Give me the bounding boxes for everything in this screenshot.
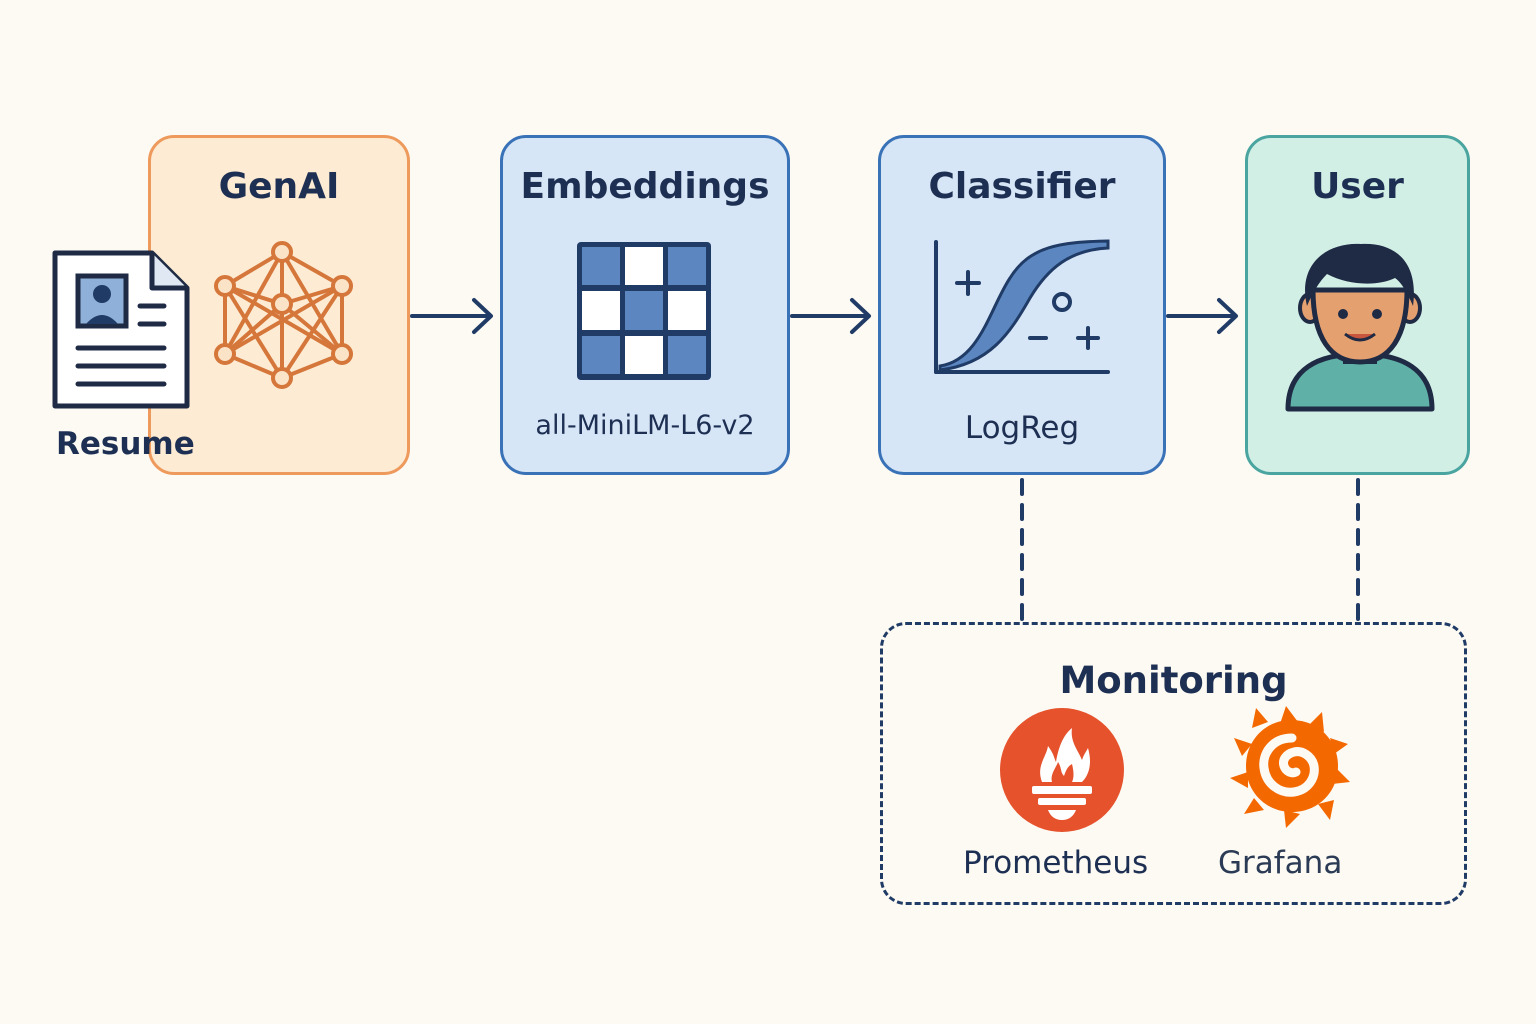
grafana-label: Grafana: [1218, 845, 1343, 881]
arrow-classifier-to-user: [1166, 298, 1238, 334]
monitoring-title: Monitoring: [1059, 659, 1288, 702]
resume-document-icon: [52, 250, 190, 409]
grafana-logo-icon: [1230, 706, 1350, 828]
embeddings-title: Embeddings: [520, 166, 770, 207]
genai-stage: GenAI: [148, 135, 410, 475]
classifier-model-label: LogReg: [964, 410, 1080, 446]
embeddings-model-label: all-MiniLM-L6-v2: [535, 410, 755, 441]
logistic-curve-icon: [934, 239, 1110, 374]
user-avatar-icon: [1285, 243, 1435, 412]
genai-title: GenAI: [218, 166, 340, 207]
monitoring-group: Monitoring Prometheus Grafana: [880, 622, 1467, 905]
arrow-genai-to-embeddings: [410, 298, 493, 334]
embedding-grid-icon: [577, 242, 711, 380]
prometheus-label: Prometheus: [963, 845, 1149, 881]
arrow-embeddings-to-classifier: [790, 298, 871, 334]
neural-network-icon: [214, 241, 353, 389]
prometheus-logo-icon: [1000, 708, 1124, 832]
user-title: User: [1311, 166, 1404, 207]
resume-label: Resume: [56, 426, 195, 462]
classifier-title: Classifier: [928, 166, 1116, 207]
